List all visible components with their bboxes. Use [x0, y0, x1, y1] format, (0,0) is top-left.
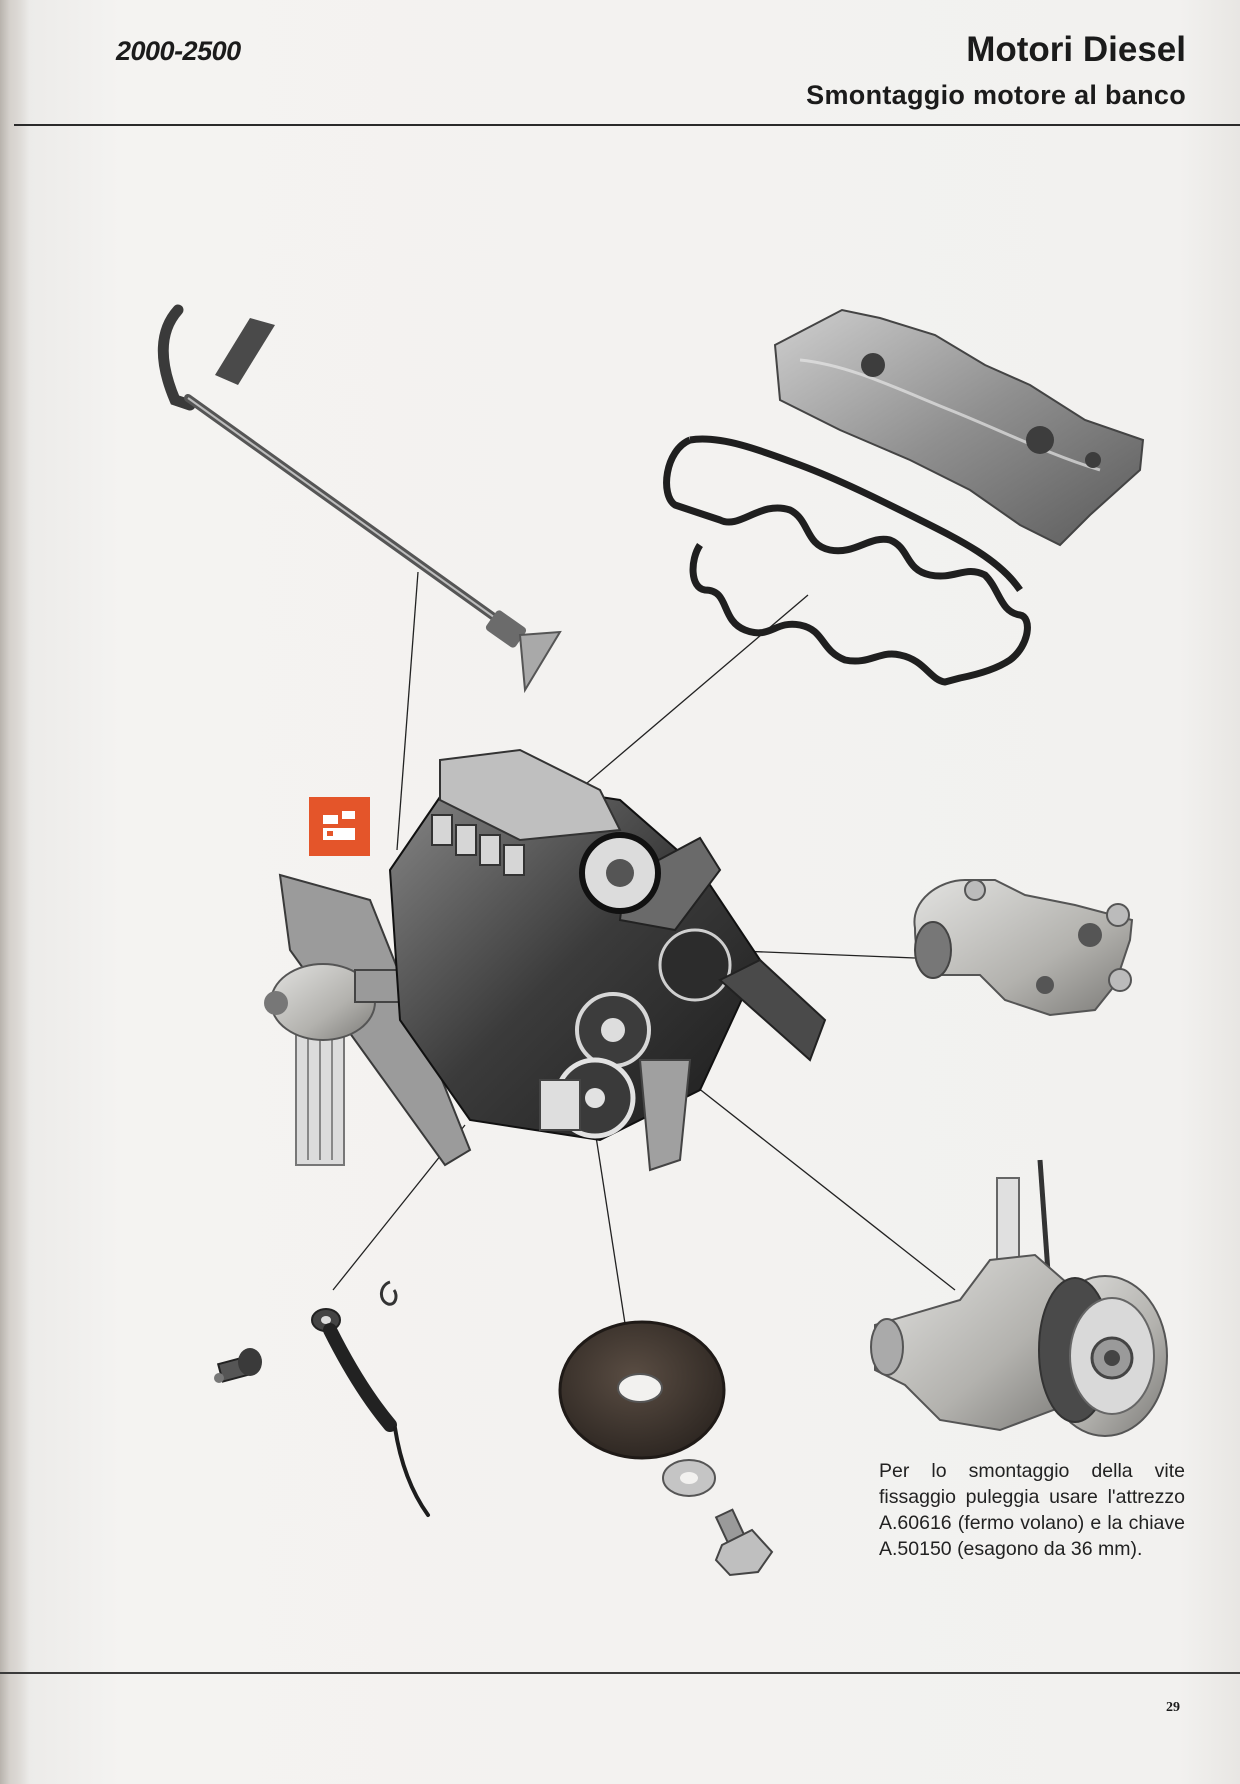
page-title: Motori Diesel — [966, 30, 1186, 69]
valve-cover-gasket-icon — [663, 435, 1031, 686]
clip-ring-icon — [380, 1280, 398, 1306]
pulley-bolt-icon — [714, 1508, 774, 1577]
document-symbol-icon — [323, 811, 355, 840]
page-header: 2000-2500 Motori Diesel Smontaggio motor… — [0, 0, 1240, 128]
oil-dipstick-tube-icon — [157, 304, 562, 694]
thermostat-housing-icon — [913, 879, 1134, 1017]
valve-cover-icon — [773, 308, 1145, 547]
sensor-cable-icon — [311, 1308, 430, 1517]
page-subtitle: Smontaggio motore al banco — [806, 80, 1186, 110]
footer-rule — [0, 1672, 1240, 1674]
crankshaft-pulley-icon — [558, 1320, 726, 1460]
tool-badge-icon — [309, 797, 370, 856]
bolt-icon — [214, 1348, 262, 1383]
engine-on-stand-icon — [264, 748, 827, 1172]
water-pump-icon — [870, 1159, 1168, 1437]
washer-icon — [662, 1459, 716, 1497]
header-rule — [14, 124, 1240, 126]
page-number: 29 — [1166, 1700, 1180, 1715]
model-range: 2000-2500 — [116, 36, 241, 66]
figure-caption: Per lo smontaggio della vite fissaggio p… — [879, 1460, 1185, 1560]
binding-edge — [0, 0, 30, 1784]
